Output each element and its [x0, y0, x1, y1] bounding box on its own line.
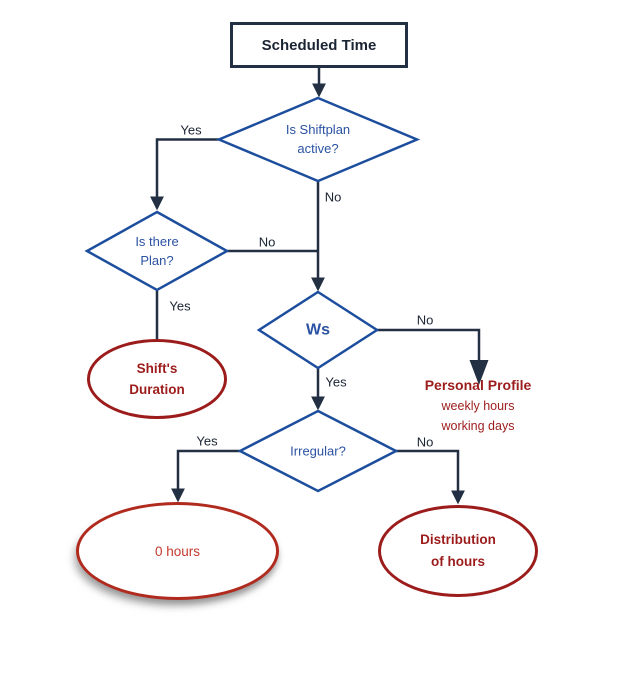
diamond-shiftplan-active [215, 96, 421, 183]
edge-label-irregular-yes: Yes [196, 433, 218, 449]
shifts-duration-line2: Duration [129, 382, 185, 397]
edge-label-plan-no: No [258, 234, 276, 250]
node-zero-hours: 0 hours [76, 502, 279, 600]
distribution-line2: of hours [431, 554, 485, 569]
edge-label-ws-yes: Yes [325, 374, 347, 390]
edge-label-shiftplan-no: No [324, 189, 342, 205]
node-distribution-of-hours: Distribution of hours [378, 505, 538, 597]
distribution-line1: Distribution [420, 532, 496, 547]
personal-profile-title: Personal Profile [424, 377, 532, 393]
edge-label-irregular-no: No [416, 434, 434, 450]
node-personal-profile: Personal Profile weekly hours working da… [398, 375, 558, 436]
shiftplan-active-line1: Is Shiftplan [285, 122, 351, 137]
diamond-irregular [237, 409, 399, 493]
is-there-plan-label: Is there Plan? [135, 232, 178, 270]
connector-irregular-no-to-distribution [396, 449, 465, 505]
big-arrowhead-personal-profile [469, 360, 489, 385]
node-shifts-duration: Shift's Duration [87, 339, 227, 419]
edge-label-ws-no: No [416, 312, 434, 328]
diamond-is-there-plan [84, 210, 230, 292]
irregular-label: Irregular? [290, 443, 346, 459]
personal-profile-line2: working days [441, 419, 515, 433]
connector-ws-no-to-profile [377, 328, 481, 361]
is-there-plan-line2: Plan? [140, 253, 174, 268]
node-scheduled-time: Scheduled Time [230, 22, 408, 68]
personal-profile-line1: weekly hours [441, 399, 515, 413]
shifts-duration-line1: Shift's [136, 361, 178, 376]
shiftplan-active-label: Is Shiftplan active? [286, 120, 350, 158]
diamond-ws [256, 290, 380, 370]
ws-label: Ws [306, 321, 330, 339]
shiftplan-active-line2: active? [297, 141, 339, 156]
edge-label-shiftplan-yes: Yes [180, 122, 202, 138]
scheduled-time-label: Scheduled Time [261, 36, 377, 54]
is-there-plan-line1: Is there [135, 234, 179, 249]
connector-shiftplan-yes-to-plan [150, 138, 219, 211]
connector-irregular-yes-to-zero [171, 449, 240, 503]
edge-label-plan-yes: Yes [169, 298, 191, 314]
zero-hours-label: 0 hours [154, 543, 201, 559]
